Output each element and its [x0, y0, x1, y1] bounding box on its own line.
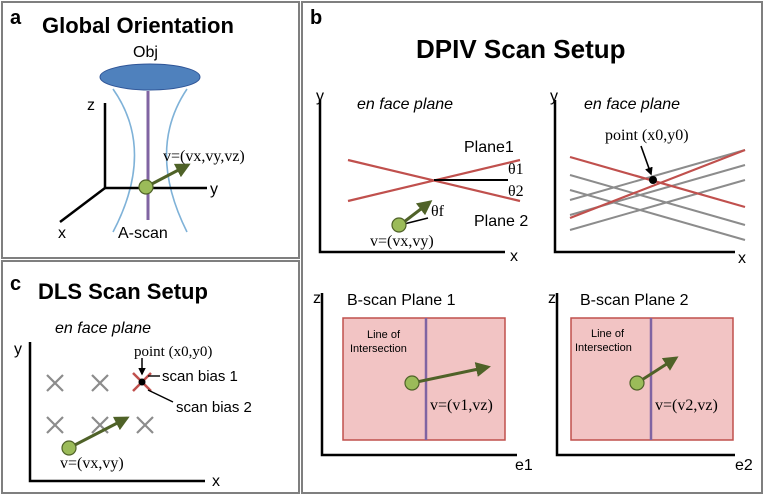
velocity-arrow: [145, 163, 191, 189]
objective-label: Obj: [133, 44, 158, 61]
axis-y-label: y: [210, 181, 218, 198]
axis-x-label: x: [212, 473, 220, 490]
theta1-label: θ1: [508, 161, 524, 178]
intersection-label-1: Line of: [591, 328, 625, 340]
panel-a-letter: a: [10, 7, 22, 29]
point-dot: [138, 378, 146, 386]
velocity-arrow: [411, 362, 491, 385]
bias2-leader: [147, 389, 174, 403]
bscan-plane2-plot: z e2 B-scan Plane 2 Line of Intersection…: [548, 290, 753, 474]
velocity-label: v=(vx,vy): [370, 233, 434, 250]
axis-x-label: x: [510, 248, 518, 265]
intersection-label-2: Intersection: [350, 343, 407, 355]
panel-a-title: Global Orientation: [42, 13, 234, 38]
plane1-label: Plane1: [464, 139, 514, 156]
panel-a: a Global Orientation Obj z y x v=(vx,vy,…: [10, 7, 245, 242]
particle-dot: [404, 375, 420, 391]
bscan1-axes: [320, 293, 517, 457]
axis-x-label: x: [58, 225, 66, 242]
intersection-label-2: Intersection: [575, 342, 632, 354]
axis-z-label: z: [87, 97, 95, 114]
thetaf-label: θf: [431, 203, 445, 220]
enface-right-plot: y x en face plane point (x0,y0): [550, 88, 746, 267]
plane2-label: Plane 2: [474, 213, 528, 230]
panel-c-axes: [28, 342, 205, 483]
bscan2-title: B-scan Plane 2: [580, 292, 689, 309]
axis-y-label: y: [14, 341, 22, 358]
intersection-point: [649, 176, 657, 184]
bscan1-title: B-scan Plane 1: [347, 292, 456, 309]
axis-e2-label: e2: [735, 457, 753, 474]
axis-x-line: [59, 187, 106, 223]
ascan-label: A-scan: [118, 225, 168, 242]
point-label: point (x0,y0): [134, 344, 212, 360]
panel-b-border: [301, 1, 763, 494]
plane-line-a: [569, 155, 746, 209]
beam-left-edge: [112, 88, 136, 233]
scan-pattern-lines: [569, 149, 746, 241]
scan-bias-2-label: scan bias 2: [176, 399, 252, 416]
enface-plane-label: en face plane: [357, 96, 453, 113]
enface-right-axes: [553, 100, 735, 254]
axis-z-label: z: [548, 290, 556, 307]
panel-b: b DPIV Scan Setup y x en face plane Plan…: [310, 7, 753, 474]
panel-b-letter: b: [310, 7, 322, 29]
objective-lens: [99, 63, 201, 91]
panel-c-title: DLS Scan Setup: [38, 279, 208, 304]
plane-line-b: [569, 148, 746, 220]
theta2-label: θ2: [508, 183, 524, 200]
velocity-arrow: [68, 416, 130, 450]
velocity-arrow: [636, 356, 679, 385]
enface-plane-label: en face plane: [55, 320, 151, 337]
particle-dot: [138, 179, 154, 195]
particle-dot: [629, 375, 645, 391]
panel-c: c DLS Scan Setup en face plane y x point…: [10, 273, 252, 490]
enface-plane-label: en face plane: [584, 96, 680, 113]
panel-c-border: [1, 260, 300, 494]
bscan2-axes: [555, 293, 735, 457]
axis-z-label: z: [313, 290, 321, 307]
particle-dot: [61, 440, 77, 456]
velocity-label: v=(v1,vz): [430, 397, 493, 414]
axis-e1-label: e1: [515, 457, 533, 474]
axis-x-label: x: [738, 250, 746, 267]
axis-y-label: y: [316, 88, 324, 105]
point-pointer: [640, 145, 653, 176]
beam-right-edge: [165, 88, 188, 233]
enface-left-plot: y x en face plane Plane1 θ1 θ2 Plane 2 θ…: [316, 88, 528, 265]
bscan-plane1-plot: z e1 B-scan Plane 1 Line of Intersection…: [313, 290, 533, 474]
velocity-label: v=(vx,vy): [60, 455, 124, 472]
scan-bias-1-label: scan bias 1: [162, 368, 238, 385]
point-label: point (x0,y0): [605, 127, 689, 144]
velocity-label: v=(vx,vy,vz): [163, 148, 245, 165]
intersection-label-1: Line of: [367, 329, 401, 341]
panel-b-title: DPIV Scan Setup: [416, 34, 626, 64]
scan-grid-markers: [46, 374, 154, 434]
particle-dot: [391, 217, 407, 233]
axis-y-label: y: [550, 88, 558, 105]
enface-left-axes: [318, 100, 505, 254]
velocity-label: v=(v2,vz): [655, 397, 718, 414]
panel-c-letter: c: [10, 273, 21, 295]
panel-a-border: [1, 1, 300, 259]
